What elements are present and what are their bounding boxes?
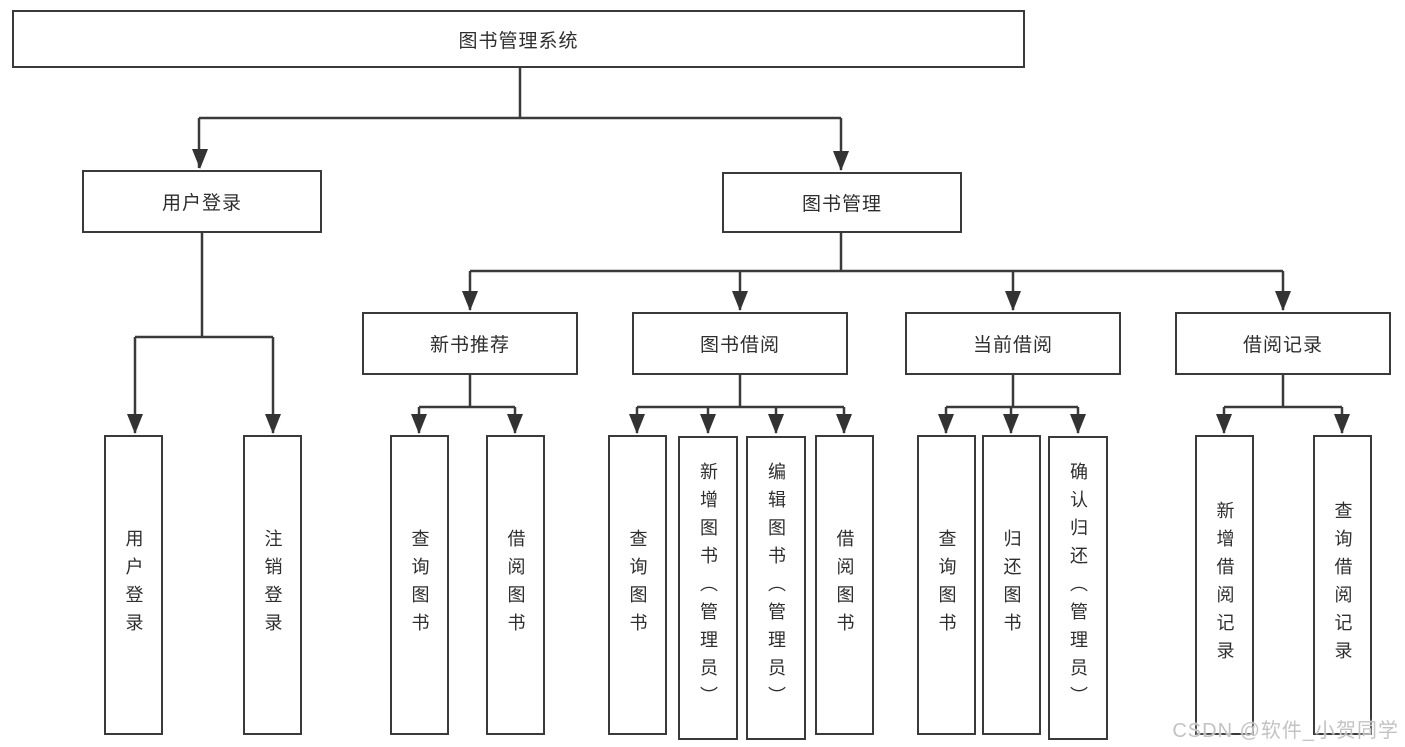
leaf-return-books: 归还图书 [982,435,1041,735]
arrowhead [700,414,716,434]
arrowhead [1334,414,1350,434]
arrowhead [833,151,849,171]
leaf-borrow-books-recommend: 借阅图书 [486,435,545,735]
arrowhead [192,149,208,169]
connector-path [133,68,1344,433]
arrowhead [1005,291,1021,311]
arrowhead [507,414,523,434]
leaf-add-borrow-record: 新增借阅记录 [1195,435,1254,735]
node-root: 图书管理系统 [12,10,1025,68]
arrowhead [265,414,281,434]
arrowhead [629,414,645,434]
leaf-query-books-current: 查询图书 [917,435,976,735]
leaf-query-borrow-record: 查询借阅记录 [1313,435,1372,735]
arrowhead [462,291,478,311]
arrowhead [1216,414,1232,434]
arrowhead [1003,414,1019,434]
leaf-logout: 注销登录 [243,435,302,735]
node-borrowing-records: 借阅记录 [1175,312,1391,375]
arrowhead [768,414,784,434]
leaf-user-login: 用户登录 [104,435,163,735]
arrowhead [411,414,427,434]
watermark-text: CSDN @软件_小贺同学 [1172,720,1399,742]
arrowhead [1275,291,1291,311]
arrowhead [938,414,954,434]
leaf-query-books-recommend: 查询图书 [390,435,449,735]
node-book-management: 图书管理 [722,172,962,233]
node-user-login: 用户登录 [82,170,322,233]
arrowhead [1070,414,1086,434]
leaf-edit-books-admin: 编辑图书（管理员） [746,436,806,740]
leaf-add-books-admin: 新增图书（管理员） [678,436,738,740]
leaf-borrow-books-borrowing: 借阅图书 [815,435,874,735]
arrowhead [127,414,143,434]
leaf-confirm-return-admin: 确认归还（管理员） [1048,436,1108,740]
node-book-borrowing: 图书借阅 [632,312,848,375]
leaf-query-books-borrowing: 查询图书 [608,435,667,735]
arrowhead [732,291,748,311]
node-new-book-recommend: 新书推荐 [362,312,578,375]
arrowhead [836,414,852,434]
node-current-borrowing: 当前借阅 [905,312,1121,375]
